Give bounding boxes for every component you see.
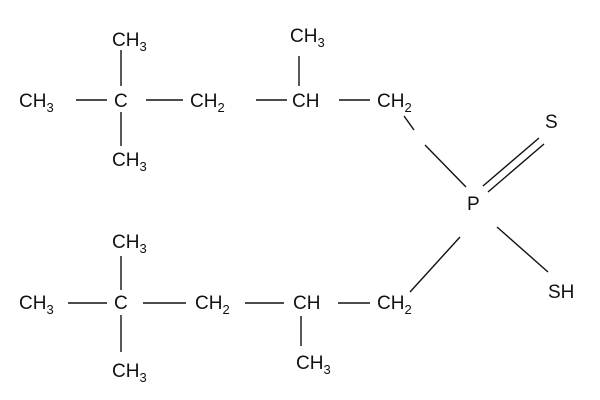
bond-p-s-double-1 <box>482 137 540 187</box>
upper-ch-methyl: CH3 <box>290 26 325 50</box>
upper-ch3-left: CH3 <box>19 91 54 115</box>
upper-ch2-b: CH2 <box>377 91 412 115</box>
lower-ch3-left: CH3 <box>19 293 54 317</box>
upper-ch3-bottom: CH3 <box>112 150 147 174</box>
lower-ch: CH <box>293 293 320 314</box>
lower-quaternary-c: C <box>114 293 128 314</box>
lower-ch3-top: CH3 <box>112 232 147 256</box>
phosphorus-atom: P <box>467 194 480 215</box>
upper-quaternary-c: C <box>114 91 128 112</box>
lower-ch2-a: CH2 <box>195 293 230 317</box>
bond-upper-ch2-p <box>424 144 467 188</box>
upper-ch3-top: CH3 <box>112 30 147 54</box>
sulfur-atom: S <box>545 112 558 133</box>
lower-ch3-bottom: CH3 <box>112 361 147 385</box>
lower-ch2-b: CH2 <box>377 293 412 317</box>
upper-ch2-a: CH2 <box>190 91 225 115</box>
bond-p-lower-ch2 <box>409 236 461 293</box>
bond-upper-ch2-tail <box>403 115 415 131</box>
bond-p-s-double-2 <box>487 143 545 193</box>
bond-p-sh <box>496 226 549 273</box>
thiol-group: SH <box>548 282 574 303</box>
upper-ch: CH <box>292 91 319 112</box>
lower-ch-methyl: CH3 <box>296 353 331 377</box>
